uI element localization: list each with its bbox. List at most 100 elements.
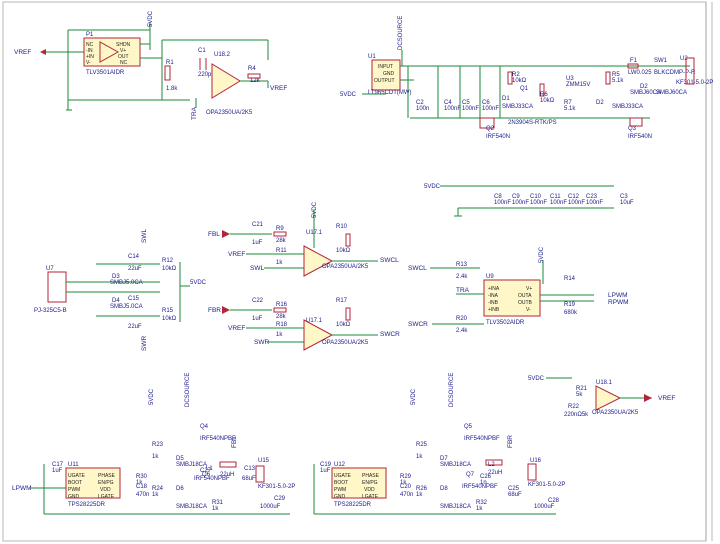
svg-text:VDD: VDD [100,487,111,493]
svg-text:R1: R1 [166,60,174,66]
svg-text:KF301-5.0-2P: KF301-5.0-2P [258,484,295,490]
svg-text:5VDC: 5VDC [340,92,357,98]
svg-text:5VDC: 5VDC [411,388,417,405]
block-vref-buffer: 5VDC R21 5k R22 220nΩ5k U18.1 OPA2350UA/… [528,376,675,418]
svg-text:PHASE: PHASE [98,473,116,479]
svg-text:Q1: Q1 [520,86,529,92]
svg-text:BOOT: BOOT [68,480,82,486]
svg-text:5VDC: 5VDC [190,280,207,286]
svg-text:C12: C12 [568,194,580,200]
svg-text:28k: 28k [276,314,287,320]
svg-text:PWM: PWM [334,487,346,493]
svg-text:LW0.025: LW0.025 [628,70,652,76]
block-vref-comparator: VREF P1 NC -IN +IN V- SHDN V+ OUT NC TLV… [14,10,287,120]
svg-text:SMBJ18CA: SMBJ18CA [176,462,207,468]
svg-text:1k: 1k [276,332,283,338]
svg-text:+INB: +INB [488,307,500,313]
svg-text:1uF: 1uF [320,468,331,474]
svg-text:OUT: OUT [118,54,129,60]
svg-text:D6: D6 [176,486,184,492]
block-decoupling-bank: 5VDC C8 100nF C9 100nF C10 100nF C11 100… [424,184,634,217]
svg-text:SMBJ18CA: SMBJ18CA [440,462,471,468]
svg-text:100nF: 100nF [586,200,603,206]
svg-text:10kΩ: 10kΩ [512,78,527,84]
svg-text:OUTB: OUTB [518,300,533,306]
svg-text:R2: R2 [512,72,520,78]
svg-text:TPS28225DR: TPS28225DR [334,502,372,508]
svg-text:LPWM: LPWM [608,292,628,299]
svg-text:OPA2350UA/2K5: OPA2350UA/2K5 [322,340,369,346]
svg-text:TPS28225DR: TPS28225DR [68,502,106,508]
svg-text:SWCL: SWCL [380,257,399,264]
u12-driver [331,467,387,499]
block-feedback-amp-left: FBL C21 1uF R9 28k VREF R11 1k SWL U17.1… [208,201,399,277]
svg-text:C2: C2 [416,100,424,106]
u18-1-opamp [595,385,622,411]
svg-text:FBL: FBL [231,436,238,448]
svg-text:EN/PG: EN/PG [98,480,114,486]
svg-text:D2: D2 [640,84,648,90]
svg-text:UGATE: UGATE [334,473,352,479]
svg-text:SMBJ33CA: SMBJ33CA [612,104,643,110]
svg-text:22uF: 22uF [128,324,142,330]
svg-text:V+: V+ [526,286,532,292]
svg-text:100nF: 100nF [568,200,585,206]
svg-text:FBL: FBL [208,231,220,238]
svg-text:U1: U1 [368,54,376,60]
svg-text:GND: GND [334,494,346,500]
svg-text:R13: R13 [456,262,468,268]
svg-text:R25: R25 [416,442,428,448]
svg-text:V+: V+ [120,48,126,54]
svg-text:5VDC: 5VDC [149,388,155,405]
svg-text:R23: R23 [152,442,164,448]
svg-text:10kΩ: 10kΩ [162,266,177,272]
svg-text:1000uF: 1000uF [260,504,281,510]
svg-text:C28: C28 [548,498,560,504]
svg-text:OPA2350UA/2K5: OPA2350UA/2K5 [592,410,639,416]
svg-text:SMBJ18CA: SMBJ18CA [440,504,471,510]
svg-text:C19: C19 [320,462,332,468]
svg-text:L1: L1 [206,466,213,472]
svg-text:1uF: 1uF [252,240,263,246]
svg-text:PJ-325C5-B: PJ-325C5-B [34,308,67,314]
svg-text:1.8k: 1.8k [166,86,178,92]
svg-text:OPA2350UA/2K5: OPA2350UA/2K5 [322,264,369,270]
svg-text:LPWM: LPWM [12,485,32,492]
svg-text:C5: C5 [462,100,470,106]
svg-text:R29: R29 [400,474,412,480]
svg-text:FBR: FBR [208,307,221,314]
svg-text:C26: C26 [480,474,492,480]
svg-text:DCSOURCE: DCSOURCE [398,16,404,50]
svg-text:U12: U12 [334,462,346,468]
svg-text:R10: R10 [336,224,348,230]
svg-text:VREF: VREF [658,395,675,402]
svg-text:100nF: 100nF [462,106,479,112]
svg-text:100nF: 100nF [512,200,529,206]
svg-text:R16: R16 [276,302,288,308]
svg-text:U3: U3 [566,76,574,82]
svg-text:1k: 1k [416,454,423,460]
svg-text:SWR: SWR [254,339,269,346]
svg-text:5.1k: 5.1k [564,106,576,112]
svg-text:28k: 28k [276,238,287,244]
svg-text:GND: GND [383,71,395,77]
svg-text:10kΩ: 10kΩ [336,248,351,254]
u11-driver [65,467,121,499]
svg-text:100nF: 100nF [444,106,461,112]
svg-text:P1: P1 [86,32,94,38]
svg-text:R18: R18 [276,322,288,328]
svg-text:SWCL: SWCL [408,265,427,272]
svg-text:OUTA: OUTA [518,293,532,299]
svg-text:OUTPUT: OUTPUT [374,78,395,84]
svg-text:R11: R11 [276,248,287,254]
svg-text:KF301-5.0-2P: KF301-5.0-2P [528,482,565,488]
svg-text:R15: R15 [162,308,174,314]
svg-text:TRA: TRA [456,287,470,294]
net-port-vref [40,49,46,55]
svg-text:C14: C14 [128,254,140,260]
svg-text:R24: R24 [152,486,164,492]
svg-text:SW1: SW1 [654,58,668,64]
svg-text:1k: 1k [416,492,423,498]
svg-text:C20: C20 [400,484,412,490]
